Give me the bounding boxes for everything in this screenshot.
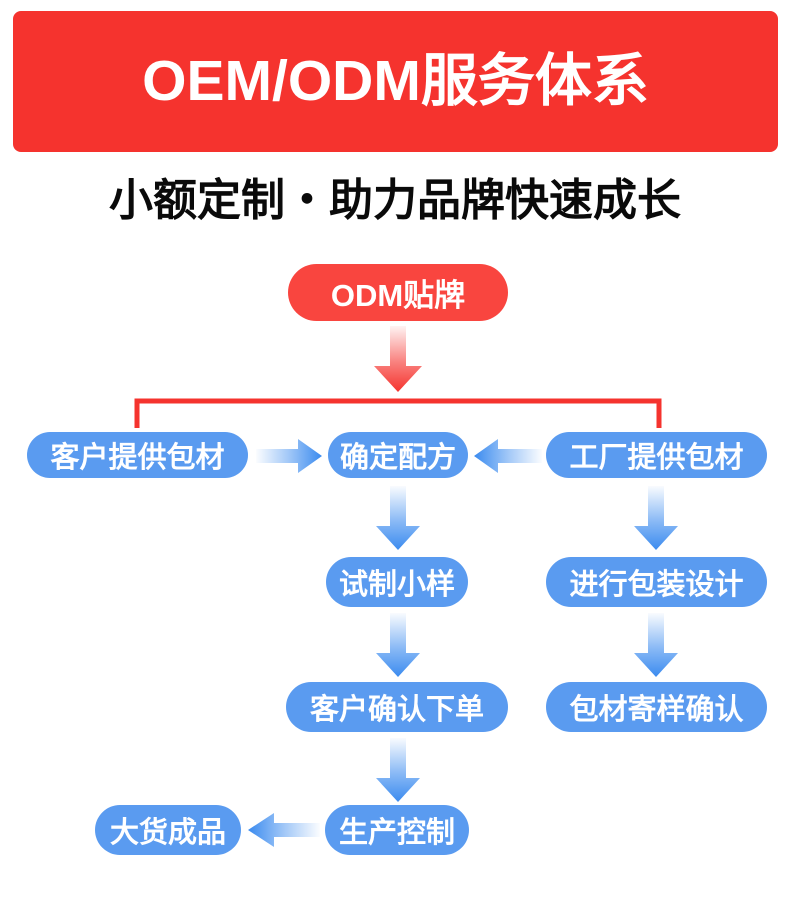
- flow-node-trial-sample[interactable]: 试制小样: [326, 557, 468, 607]
- flow-node-production-control[interactable]: 生产控制: [325, 805, 469, 855]
- flow-node-factory-packaging[interactable]: 工厂提供包材: [546, 432, 767, 478]
- flow-node-label: 包材寄样确认: [569, 694, 744, 726]
- flow-node-label: 工厂提供包材: [569, 442, 744, 474]
- bracket-connector-red: [132, 396, 664, 428]
- arrow-down-red-root-to-formula: [370, 326, 426, 394]
- flow-node-label: 确定配方: [339, 442, 456, 474]
- flow-node-confirm-formula[interactable]: 确定配方: [328, 432, 468, 478]
- flow-node-label: 大货成品: [109, 817, 226, 849]
- arrow-left-factory-to-formula: [472, 438, 542, 474]
- flow-node-label: 生产控制: [338, 817, 455, 849]
- flow-node-customer-packaging[interactable]: 客户提供包材: [27, 432, 248, 478]
- flow-node-odm-root[interactable]: ODM贴牌: [288, 264, 508, 321]
- page-title: OEM/ODM服务体系: [142, 49, 649, 113]
- flow-node-label: 客户确认下单: [309, 694, 484, 726]
- arrow-down-design-to-packaging-sample: [631, 613, 681, 679]
- flow-node-packaging-sample[interactable]: 包材寄样确认: [546, 682, 767, 732]
- flow-node-packaging-design[interactable]: 进行包装设计: [546, 557, 767, 607]
- flow-node-label: 进行包装设计: [569, 569, 744, 601]
- arrow-left-production-to-bulk: [246, 812, 320, 848]
- flow-node-label: 客户提供包材: [50, 442, 225, 474]
- flow-node-customer-order[interactable]: 客户确认下单: [286, 682, 508, 732]
- arrow-down-formula-to-sample: [373, 486, 423, 552]
- arrow-down-order-to-production: [373, 738, 423, 804]
- header-banner: OEM/ODM服务体系: [13, 11, 778, 152]
- arrow-right-customer-to-formula: [256, 438, 324, 474]
- flow-node-label: ODM贴牌: [330, 278, 466, 313]
- flow-node-bulk-goods[interactable]: 大货成品: [95, 805, 241, 855]
- arrow-down-factory-to-design: [631, 486, 681, 552]
- arrow-down-sample-to-order: [373, 613, 423, 679]
- page-subtitle: 小额定制・助力品牌快速成长: [109, 176, 681, 225]
- flow-node-label: 试制小样: [338, 569, 455, 601]
